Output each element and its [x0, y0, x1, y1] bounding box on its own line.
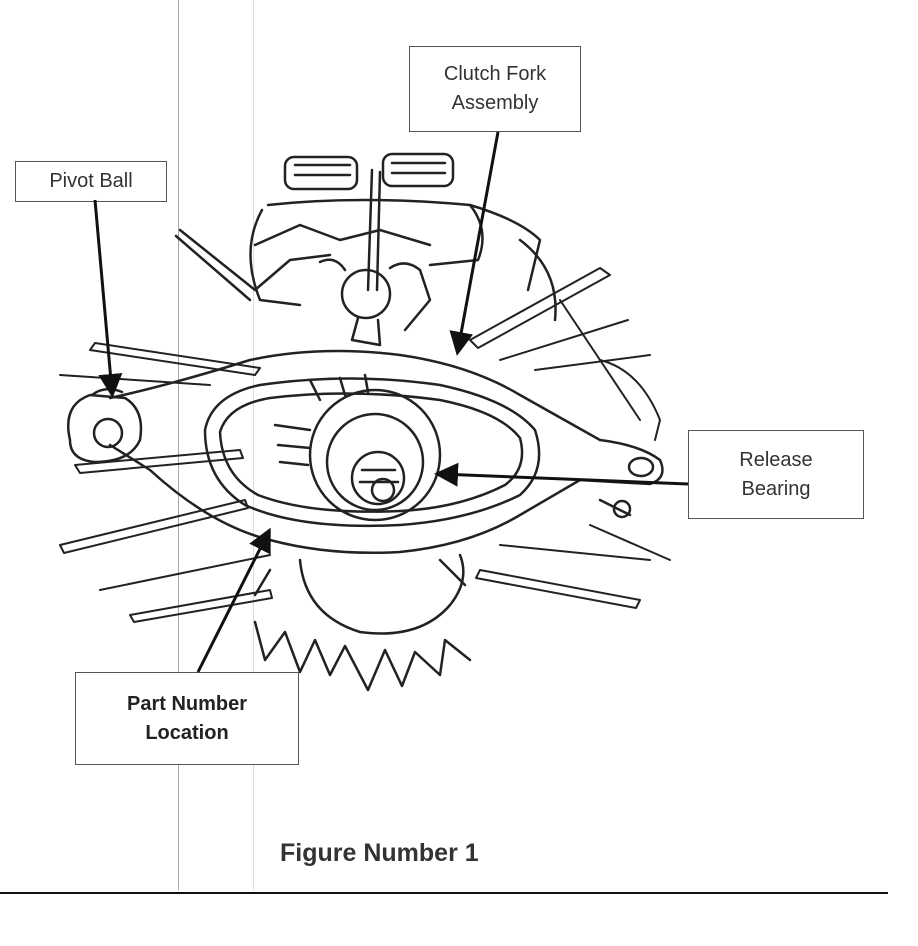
figure-caption: Figure Number 1 [280, 839, 479, 867]
bottom-divider [0, 892, 888, 894]
callout-release-bearing-line2: Bearing [741, 477, 811, 500]
callout-pivot-ball: Pivot Ball [15, 161, 167, 202]
callout-part-number-location: Part Number Location [75, 672, 299, 765]
callout-clutch-fork-line2: Assembly [451, 92, 539, 114]
callout-pivot-ball-text: Pivot Ball [49, 170, 133, 192]
radiating-fins [59, 267, 671, 623]
scan-artifact-line [178, 0, 179, 890]
callout-part-number-line1: Part Number [126, 692, 248, 715]
bottom-hub [253, 553, 472, 692]
callout-release-bearing-line1: Release [739, 448, 813, 471]
scan-artifact-line [253, 0, 254, 890]
clutch-fork [108, 349, 664, 555]
housing-top [174, 152, 557, 322]
callout-release-bearing: Release Bearing [688, 430, 864, 519]
release-bearing [273, 373, 442, 522]
callout-clutch-fork-assembly: Clutch Fork Assembly [409, 46, 581, 132]
pivot-ball-socket [67, 387, 143, 464]
upper-pivot-ball [318, 258, 432, 347]
callout-part-number-line2: Location [145, 721, 229, 744]
callout-clutch-fork-line1: Clutch Fork [443, 63, 547, 85]
